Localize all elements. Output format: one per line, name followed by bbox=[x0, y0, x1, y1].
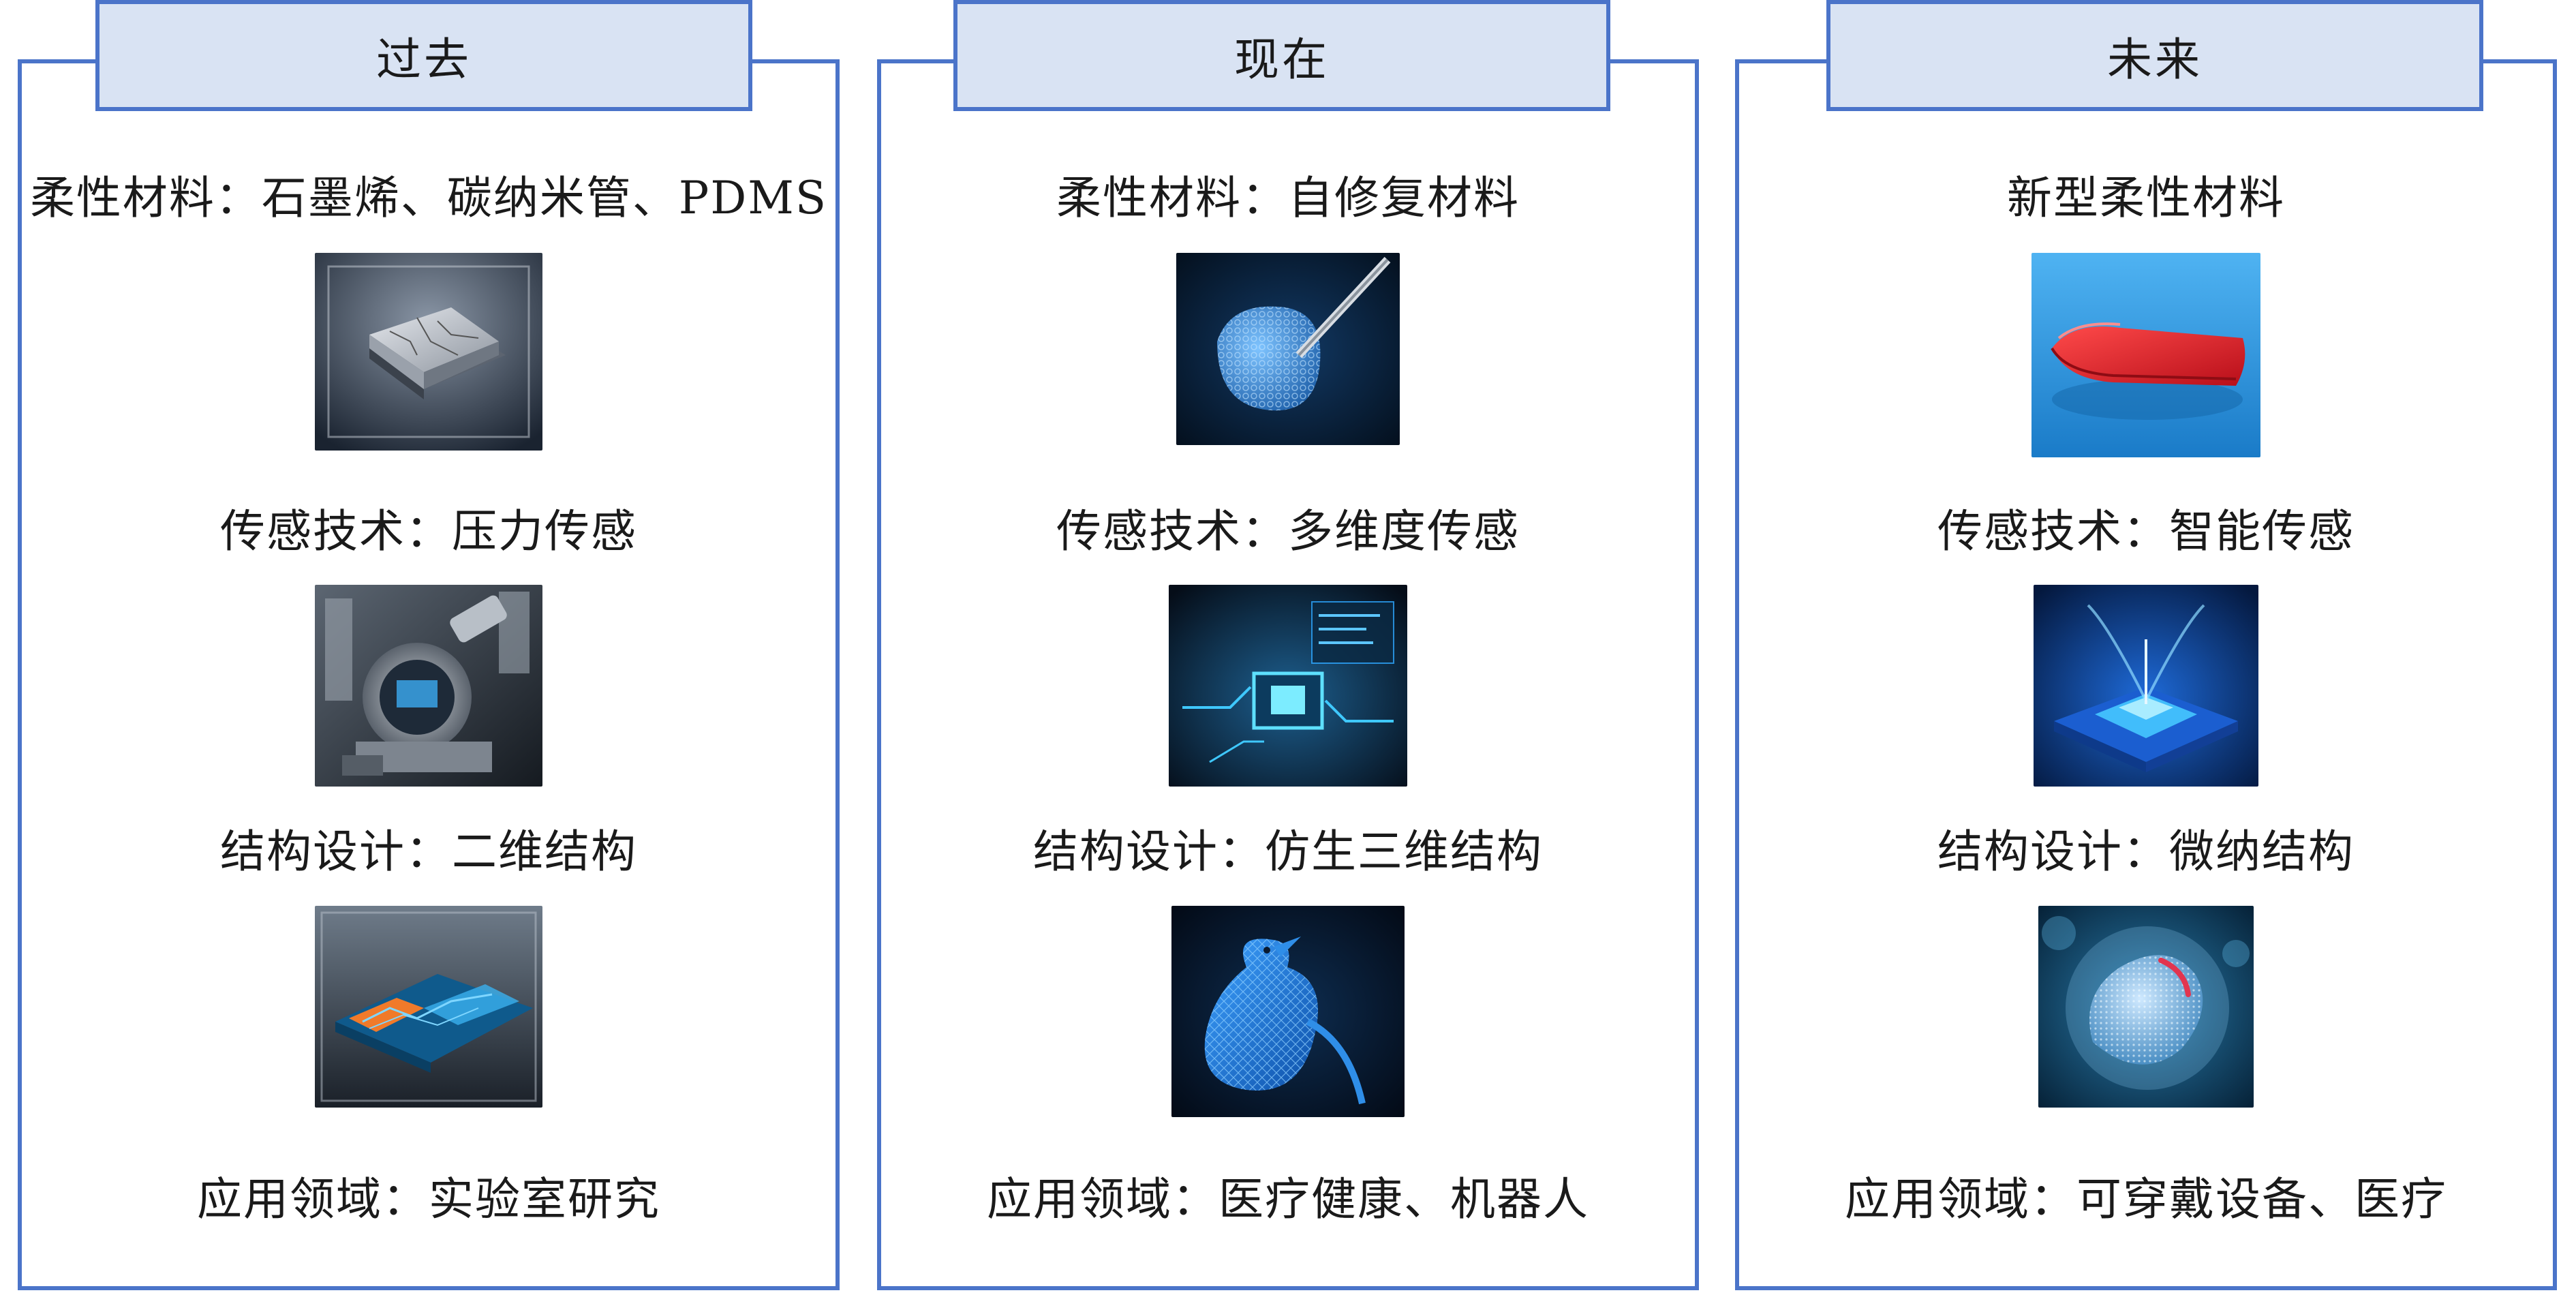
panel-past: 柔性材料：石墨烯、碳纳米管、PDMS 传感技术：压力传感 bbox=[18, 59, 840, 1290]
application-label: 应用领域：可穿戴设备、医疗 bbox=[1845, 1173, 2447, 1225]
tab-present: 现在 bbox=[953, 0, 1610, 111]
self-healing-material-image bbox=[1176, 253, 1400, 445]
sensing-label: 传感技术：多维度传感 bbox=[1056, 505, 1520, 558]
tab-past: 过去 bbox=[95, 0, 752, 111]
panel-future: 新型柔性材料 传感技术：智能传感 bbox=[1735, 59, 2557, 1290]
sensing-label: 传感技术：压力传感 bbox=[220, 505, 637, 558]
smart-sensor-hologram-image bbox=[2034, 585, 2258, 787]
application-label: 应用领域：实验室研究 bbox=[197, 1173, 660, 1225]
bionic-3d-bird-structure-image bbox=[1171, 906, 1405, 1117]
application-label: 应用领域：医疗健康、机器人 bbox=[987, 1173, 1589, 1225]
tab-future: 未来 bbox=[1826, 0, 2483, 111]
panel-present: 柔性材料：自修复材料 传感技术：多维度传感 bbox=[877, 59, 1699, 1290]
structure-label: 结构设计：二维结构 bbox=[220, 825, 637, 878]
structure-label: 结构设计：微纳结构 bbox=[1937, 825, 2355, 878]
red-flexible-sheet-image bbox=[2031, 253, 2260, 457]
structure-label: 结构设计：仿生三维结构 bbox=[1033, 825, 1543, 878]
multidimensional-sensor-chip-image bbox=[1169, 585, 1407, 787]
material-label: 柔性材料：石墨烯、碳纳米管、PDMS bbox=[29, 172, 828, 224]
material-label: 新型柔性材料 bbox=[2007, 172, 2285, 224]
micro-nano-cell-structure-image bbox=[2038, 906, 2254, 1108]
pressure-sensor-gauge-image bbox=[315, 585, 542, 787]
sensing-label: 传感技术：智能传感 bbox=[1937, 505, 2355, 558]
material-label: 柔性材料：自修复材料 bbox=[1056, 172, 1520, 224]
2d-circuit-structure-image bbox=[315, 906, 542, 1108]
layered-graphene-stack-image bbox=[315, 253, 542, 451]
